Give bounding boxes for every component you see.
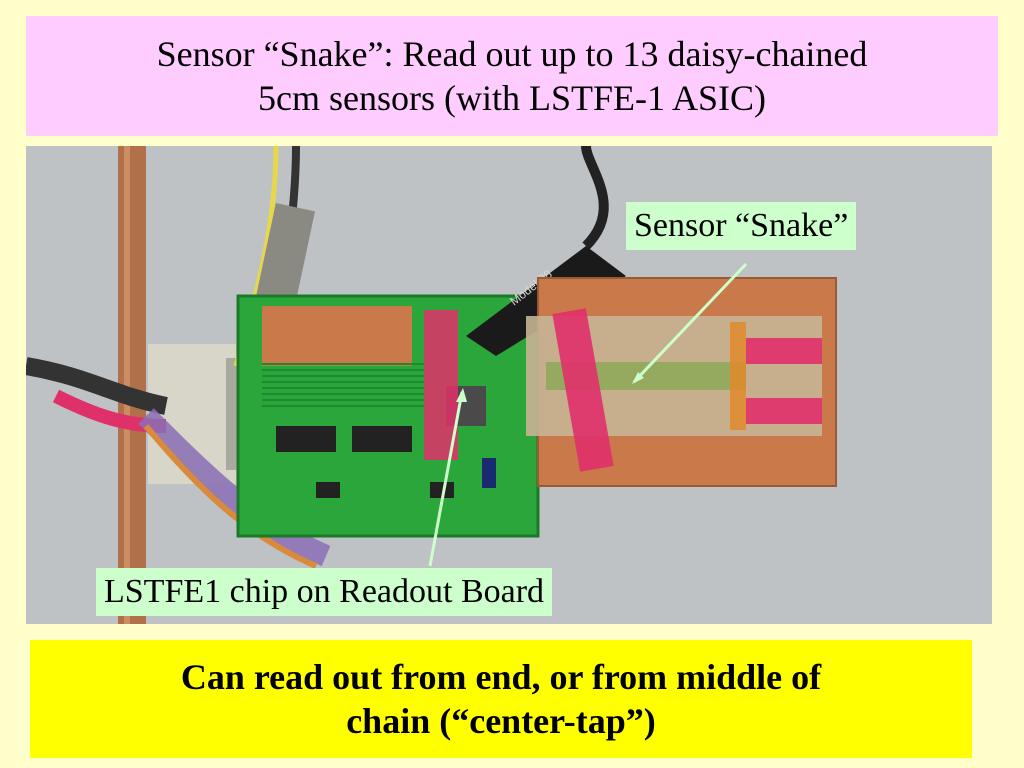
pcb-tape xyxy=(424,310,458,460)
capacitor-1 xyxy=(316,482,340,498)
ribbon-cable xyxy=(138,408,331,567)
slide-title: Sensor “Snake”: Read out up to 13 daisy-… xyxy=(26,16,998,136)
pcb-copper-pad xyxy=(262,306,412,366)
ribbon-wire xyxy=(143,424,318,569)
memory-chip-1 xyxy=(276,426,336,452)
capacitor-2 xyxy=(430,482,454,498)
sensor-tape-2 xyxy=(746,338,822,364)
capacitor-3 xyxy=(482,458,496,488)
footer-line-2: chain (“center-tap”) xyxy=(346,701,656,741)
chip-pointer xyxy=(428,391,464,567)
footer-line-1: Can read out from end, or from middle of xyxy=(180,657,822,697)
title-line-2: 5cm sensors (with LSTFE-1 ASIC) xyxy=(257,78,766,118)
cable-bundle xyxy=(26,357,168,415)
title-line-1: Sensor “Snake”: Read out up to 13 daisy-… xyxy=(156,34,868,74)
snake-pointer xyxy=(632,262,748,384)
sensor-tape-1 xyxy=(552,308,614,472)
braided-strap xyxy=(253,203,315,319)
sensor-tape-3 xyxy=(746,398,822,424)
sensor-tab xyxy=(730,322,746,430)
slide-footer: Can read out from end, or from middle of… xyxy=(30,640,972,758)
probe-cable xyxy=(581,146,609,250)
copper-rail-highlight xyxy=(124,146,130,624)
callout-lstfe1-chip: LSTFE1 chip on Readout Board xyxy=(96,568,553,616)
memory-chip-2 xyxy=(352,426,412,452)
chip-pointer-head xyxy=(456,388,467,402)
pcb-traces xyxy=(262,363,426,407)
callout-sensor-snake: Sensor “Snake” xyxy=(626,202,857,250)
snake-pointer-head xyxy=(632,372,644,384)
